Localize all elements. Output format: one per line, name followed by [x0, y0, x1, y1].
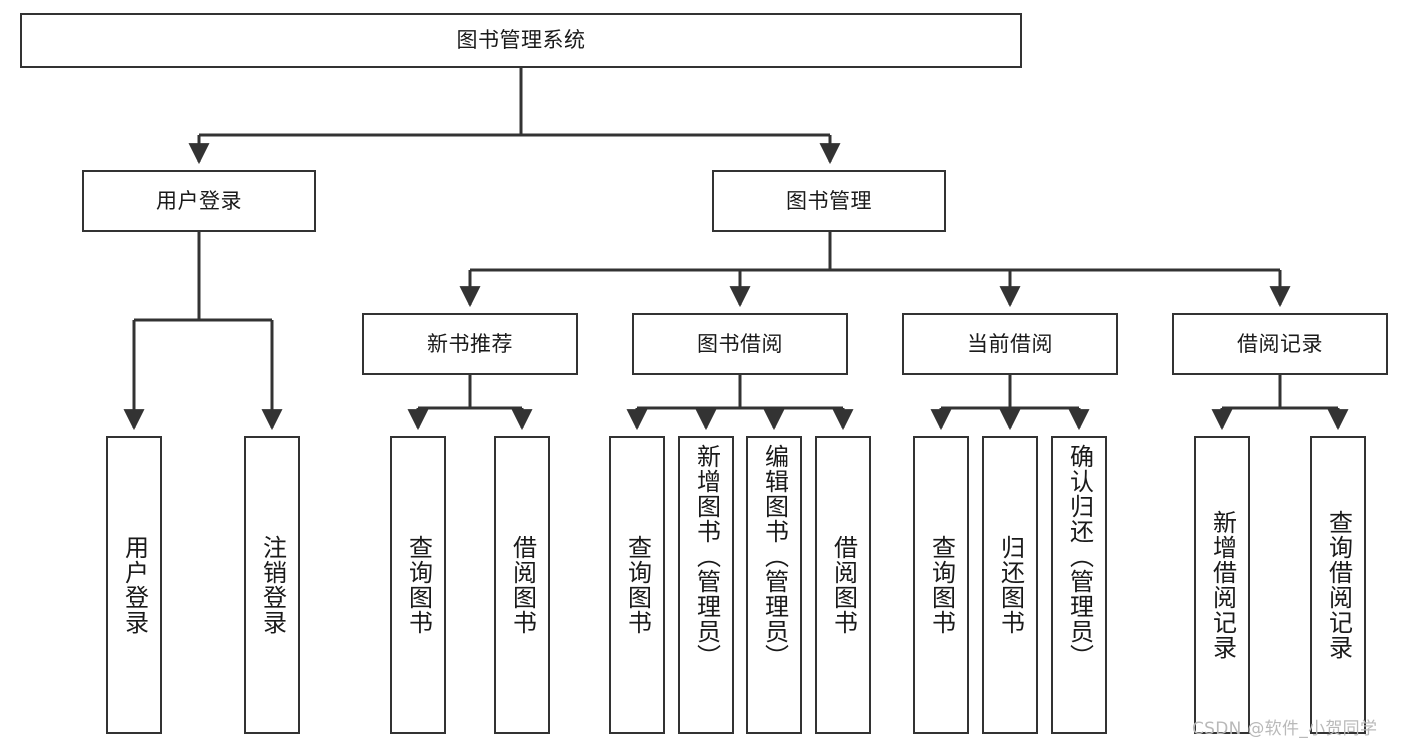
- leaf-label: 借阅图书: [508, 535, 537, 635]
- node-user-login[interactable]: 用户登录: [82, 170, 316, 232]
- leaf-label: 查询图书: [623, 535, 652, 635]
- leaf-label: 用户登录: [120, 535, 149, 635]
- leaf-label: 编辑图书（管理员）: [760, 444, 789, 669]
- leaf-label: 新增图书（管理员）: [692, 444, 721, 669]
- node-root-label: 图书管理系统: [456, 28, 586, 53]
- leaf-book-borrow-borrow-book[interactable]: 借阅图书: [815, 436, 871, 734]
- leaf-user-login-logout[interactable]: 注销登录: [244, 436, 300, 734]
- node-root-book-management-system[interactable]: 图书管理系统: [20, 13, 1022, 68]
- leaf-current-borrow-query-book[interactable]: 查询图书: [913, 436, 969, 734]
- leaf-borrow-record-query-record[interactable]: 查询借阅记录: [1310, 436, 1366, 734]
- leaf-current-borrow-confirm-return-admin[interactable]: 确认归还（管理员）: [1051, 436, 1107, 734]
- leaf-label: 查询图书: [404, 535, 433, 635]
- leaf-current-borrow-return-book[interactable]: 归还图书: [982, 436, 1038, 734]
- leaf-new-book-query-book[interactable]: 查询图书: [390, 436, 446, 734]
- leaf-book-borrow-query-book[interactable]: 查询图书: [609, 436, 665, 734]
- leaf-label: 借阅图书: [829, 535, 858, 635]
- leaf-book-borrow-add-book-admin[interactable]: 新增图书（管理员）: [678, 436, 734, 734]
- leaf-user-login-login[interactable]: 用户登录: [106, 436, 162, 734]
- node-book-management[interactable]: 图书管理: [712, 170, 946, 232]
- node-new-book-recommend-label: 新书推荐: [427, 331, 513, 356]
- csdn-watermark: CSDN @软件_小贺同学: [1192, 719, 1378, 739]
- node-book-management-label: 图书管理: [786, 188, 872, 213]
- leaf-label: 归还图书: [996, 535, 1025, 635]
- node-book-borrow-label: 图书借阅: [697, 331, 783, 356]
- node-current-borrow-label: 当前借阅: [967, 331, 1053, 356]
- node-borrow-record[interactable]: 借阅记录: [1172, 313, 1388, 375]
- leaf-label: 确认归还（管理员）: [1065, 444, 1094, 669]
- leaf-new-book-borrow-book[interactable]: 借阅图书: [494, 436, 550, 734]
- node-borrow-record-label: 借阅记录: [1237, 331, 1323, 356]
- leaf-book-borrow-edit-book-admin[interactable]: 编辑图书（管理员）: [746, 436, 802, 734]
- node-user-login-label: 用户登录: [156, 188, 242, 213]
- node-current-borrow[interactable]: 当前借阅: [902, 313, 1118, 375]
- leaf-label: 查询图书: [927, 535, 956, 635]
- leaf-label: 查询借阅记录: [1324, 510, 1353, 660]
- leaf-borrow-record-add-record[interactable]: 新增借阅记录: [1194, 436, 1250, 734]
- node-book-borrow[interactable]: 图书借阅: [632, 313, 848, 375]
- leaf-label: 新增借阅记录: [1208, 510, 1237, 660]
- leaf-label: 注销登录: [258, 535, 287, 635]
- node-new-book-recommend[interactable]: 新书推荐: [362, 313, 578, 375]
